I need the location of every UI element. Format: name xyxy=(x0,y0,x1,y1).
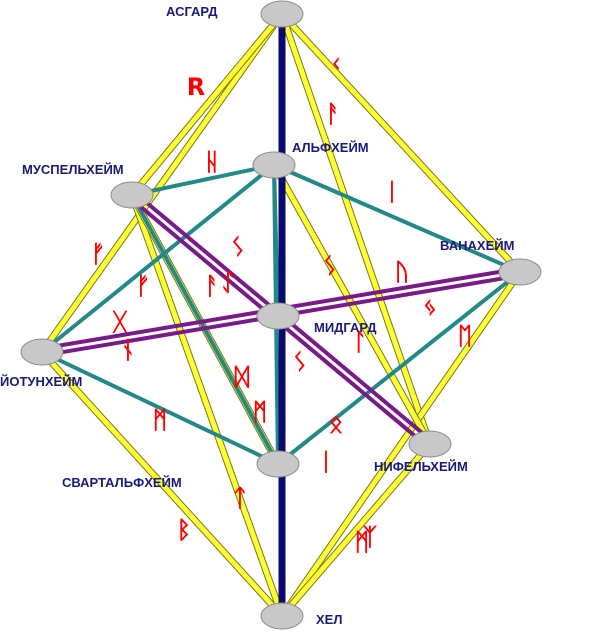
teal-edges xyxy=(40,163,522,466)
rune-20: ᛏ xyxy=(233,484,247,512)
yellow-edge-hel-niflheim xyxy=(279,441,433,619)
yellow-edge-hel-jotunheim xyxy=(39,349,285,619)
hel-node xyxy=(260,602,304,630)
jotunheim-label: ЙОТУНХЕЙМ xyxy=(0,374,82,389)
rune-8: ᚢ xyxy=(395,258,409,286)
rune-9: ᚠ xyxy=(136,272,150,300)
asgard-node xyxy=(260,0,304,28)
rune-10: ᚷ xyxy=(112,308,128,336)
rune-7: ᚨ xyxy=(205,272,219,300)
rune-25: ᛗ xyxy=(253,398,267,426)
rune-18: ᛟ xyxy=(329,410,343,438)
midgard-node xyxy=(256,302,300,330)
yellow-edge-hel-muspelheim xyxy=(129,192,285,619)
niflheim-node xyxy=(408,430,452,458)
muspelheim-node xyxy=(110,181,154,209)
rune-23: ᛊ xyxy=(323,252,337,280)
yellow-edge-asgard-jotunheim xyxy=(39,11,285,355)
asgard-label: АСГАРД xyxy=(166,4,218,19)
rune-22: ᛉ xyxy=(363,523,378,551)
teal-edge-muspelheim-alfheim xyxy=(130,163,276,197)
hel-label: ХЕЛ xyxy=(316,612,342,627)
rune-4: ᛁ xyxy=(385,178,399,206)
rune-6: ᛊ xyxy=(231,233,245,261)
rune-17: ᛗ xyxy=(153,406,167,434)
rune-15: ᛊ xyxy=(293,348,307,376)
midgard-label: МИДГАРД xyxy=(314,320,377,335)
muspelheim-label: МУСПЕЛЬХЕЙМ xyxy=(22,162,124,177)
yellow-edge-asgard-muspelheim xyxy=(129,11,285,198)
teal-edge-jotunheim-svartalfheim xyxy=(40,350,280,466)
vanaheim-node xyxy=(498,258,542,286)
svartalfheim-label: СВАРТАЛЬФХЕЙМ xyxy=(62,475,182,490)
rune-24: ᛇ xyxy=(221,268,235,296)
teal-edge-alfheim-jotunheim xyxy=(40,163,276,354)
teal-edge-alfheim-midgard xyxy=(272,163,280,318)
yellow-edge-asgard-vanaheim xyxy=(279,11,523,275)
rune-12: ᚾ xyxy=(121,336,135,364)
niflheim-label: НИФЕЛЬХЕЙМ xyxy=(374,459,468,474)
rune-14: ᛖ xyxy=(458,322,472,350)
alfheim-label: АЛЬФХЕЙМ xyxy=(292,140,369,155)
rune-1: ᚲ xyxy=(329,50,343,78)
teal-edge-vanaheim-svartalfheim xyxy=(276,270,522,466)
rune-13: ᛚ xyxy=(353,328,367,356)
yellow-edge-asgard-niflheim xyxy=(279,11,433,447)
rune-5: ᚠ xyxy=(91,240,105,268)
yellow-edge-hel-vanaheim xyxy=(279,269,523,619)
rune-21: ᛒ xyxy=(177,516,191,544)
rune-16: ᛞ xyxy=(235,363,250,391)
svartalfheim-node xyxy=(256,450,300,478)
rune-3: ᚺ xyxy=(205,148,219,176)
world-nodes xyxy=(20,0,542,630)
jotunheim-node xyxy=(20,338,64,366)
rune-26: ᛗ xyxy=(355,528,369,556)
rune-0: R xyxy=(187,73,205,101)
world-labels: АСГАРД АЛЬФХЕЙМ МУСПЕЛЬХЕЙМ ВАНАХЕЙМ МИДГАРД… xyxy=(0,4,514,627)
vanaheim-label: ВАНАХЕЙМ xyxy=(440,238,514,253)
rune-11: ᛃ xyxy=(423,293,437,321)
teal-edge-alfheim-vanaheim xyxy=(272,163,522,274)
rune-2: ᚨ xyxy=(326,100,340,128)
alfheim-node xyxy=(252,151,296,179)
rune-19: ᛁ xyxy=(319,448,333,476)
